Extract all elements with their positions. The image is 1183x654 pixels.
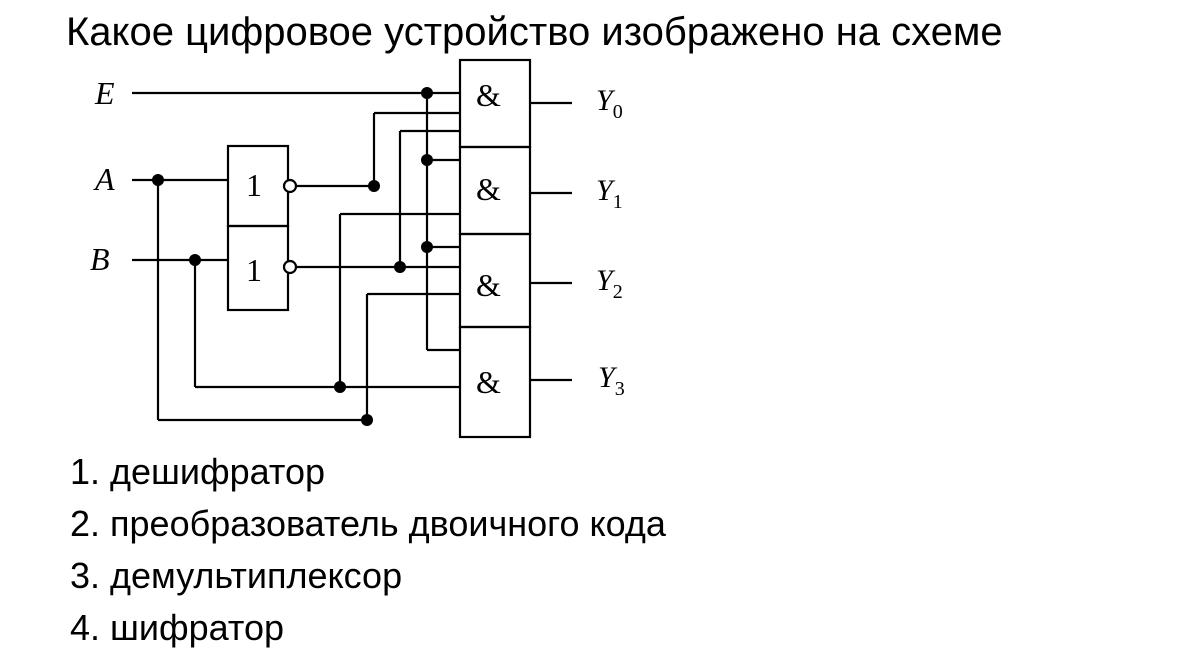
junction-dot <box>189 254 201 266</box>
input-label-b: B <box>90 241 110 277</box>
output-label-y0: Y0 <box>596 84 623 123</box>
junction-dot <box>152 174 164 186</box>
junction-dot <box>368 180 380 192</box>
junction-dot <box>421 241 433 253</box>
inversion-bubble-b <box>282 259 298 275</box>
and-symbol: & <box>476 171 501 207</box>
input-label-a: A <box>93 161 115 197</box>
junction-dot <box>421 154 433 166</box>
inverter-symbol: 1 <box>246 167 262 203</box>
question-text: Какое цифровое устройство изображено на … <box>66 10 1003 54</box>
and-gate-3 <box>458 325 532 439</box>
inversion-bubble-a <box>282 178 298 194</box>
answer-options: 1. дешифратор 2. преобразователь двоично… <box>70 446 666 654</box>
and-symbol: & <box>476 77 501 113</box>
answer-option-1[interactable]: 1. дешифратор <box>70 451 326 492</box>
inverter-symbol: 1 <box>246 252 262 288</box>
output-label-y3: Y3 <box>598 361 625 400</box>
junction-dot <box>334 381 346 393</box>
answer-option-2[interactable]: 2. преобразователь двоичного кода <box>70 503 666 544</box>
junction-dot <box>394 261 406 273</box>
answer-option-3[interactable]: 3. демультиплексор <box>70 555 403 596</box>
junction-dot <box>421 87 433 99</box>
answer-option-4[interactable]: 4. шифратор <box>70 607 285 648</box>
output-label-y1: Y1 <box>596 174 623 213</box>
junction-dot <box>361 414 373 426</box>
output-label-y2: Y2 <box>596 264 623 303</box>
and-symbol: & <box>476 364 501 400</box>
and-symbol: & <box>476 267 501 303</box>
input-label-e: E <box>94 75 115 111</box>
